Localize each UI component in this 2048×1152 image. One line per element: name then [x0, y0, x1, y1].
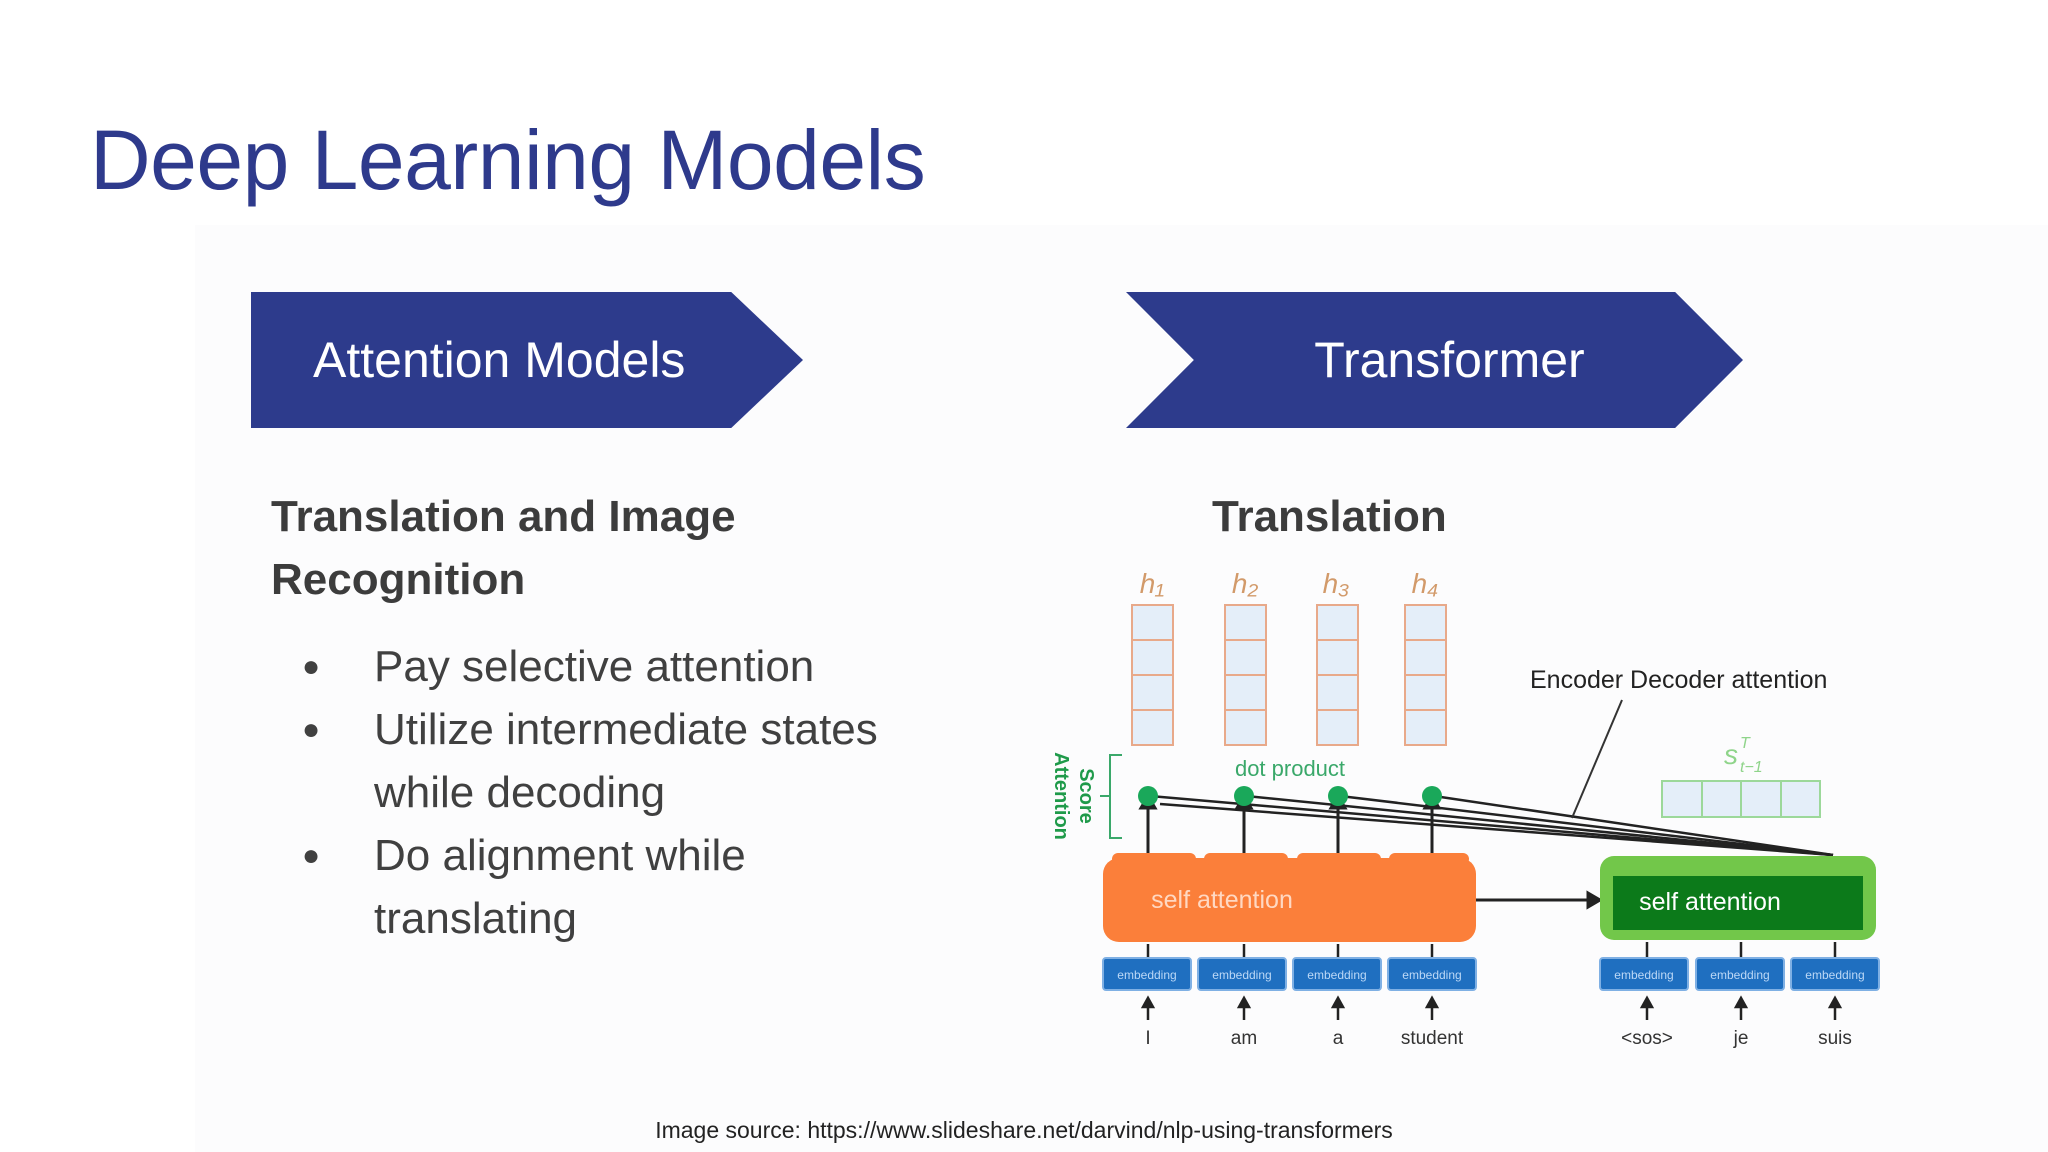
bullet-text: Pay selective attention [374, 642, 815, 691]
bullet-icon: ● [302, 650, 321, 683]
slide-title: Deep Learning Models [90, 113, 926, 207]
bullet-text: Do alignment while translating [374, 831, 746, 943]
bullet-icon: ● [302, 713, 321, 746]
right-subheading: Translation [1212, 492, 1447, 541]
list-item: ● Pay selective attention [296, 635, 896, 698]
left-subheading: Translation and Image Recognition [271, 485, 736, 611]
list-item: ● Do alignment while translating [296, 824, 896, 950]
transformer-chevron: Transformer [1126, 292, 1743, 428]
transformer-chevron-label: Transformer [1314, 332, 1585, 388]
bullet-icon: ● [302, 839, 321, 872]
left-subheading-line2: Recognition [271, 555, 526, 604]
bullet-text: Utilize intermediate states while decodi… [374, 705, 878, 817]
list-item: ● Utilize intermediate states while decod… [296, 698, 896, 824]
left-subheading-line1: Translation and Image [271, 492, 736, 541]
attention-models-chevron-label: Attention Models [313, 332, 686, 388]
bullet-list: ● Pay selective attention ● Utilize interm… [296, 635, 896, 950]
attention-models-chevron: Attention Models [251, 292, 803, 428]
image-source-caption: Image source: https://www.slideshare.net… [655, 1117, 1393, 1143]
